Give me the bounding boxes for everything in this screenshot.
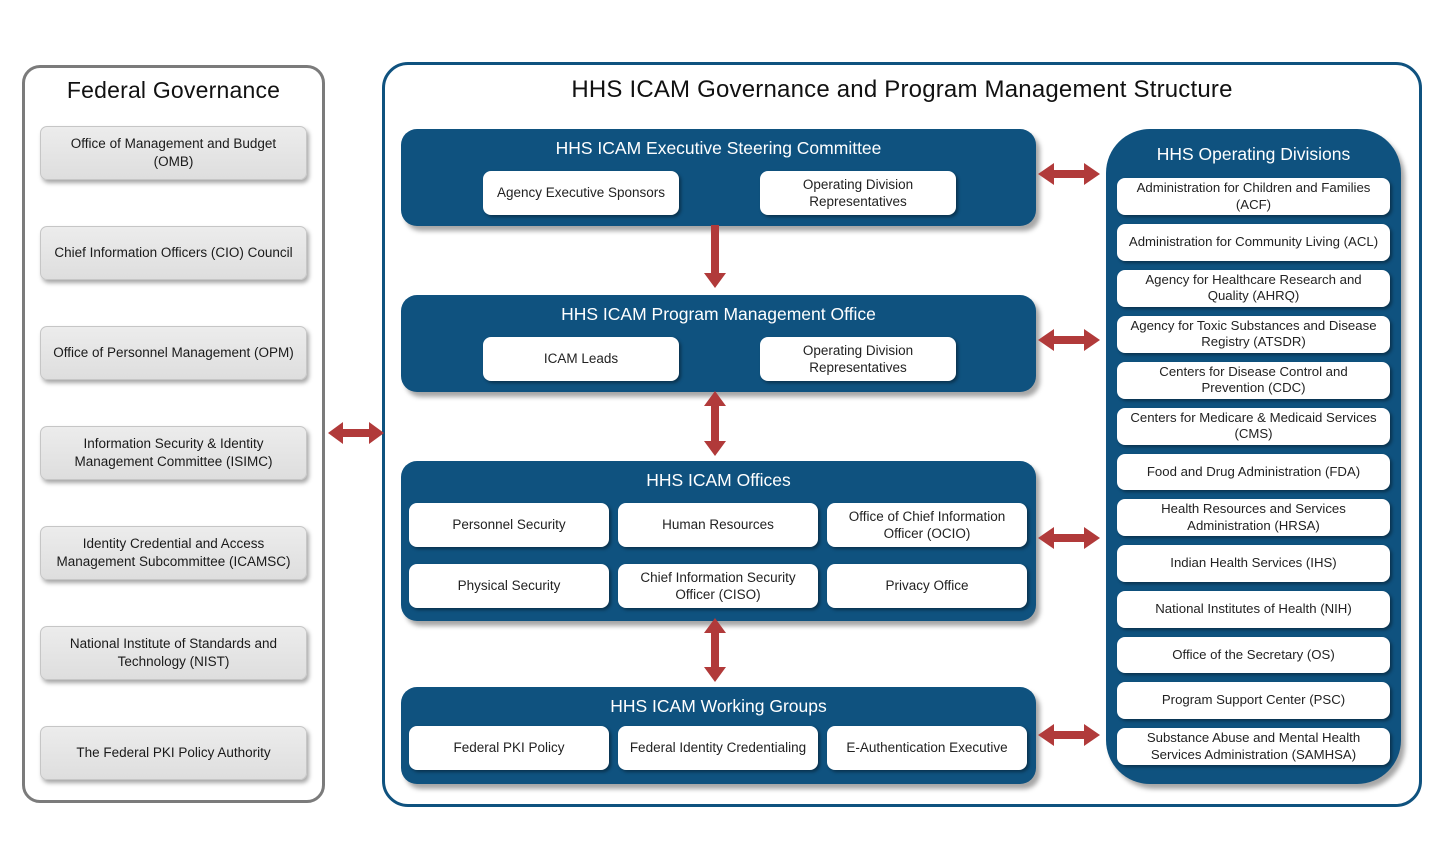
arrow-steering-opdiv-icon: [1038, 163, 1100, 185]
opdiv-ihs: Indian Health Services (IHS): [1117, 545, 1390, 583]
office-ciso: Chief Information Security Officer (CISO…: [618, 564, 818, 608]
arrow-fedgov-main-icon: [328, 422, 384, 444]
arrow-pmo-opdiv-icon: [1038, 329, 1100, 351]
opdiv-fda: Food and Drug Administration (FDA): [1117, 453, 1390, 491]
operating-divisions-section: HHS Operating Divisions Administration f…: [1106, 129, 1401, 784]
steering-committee-section: HHS ICAM Executive Steering Committee Ag…: [401, 129, 1036, 226]
arrow-offices-opdiv-icon: [1038, 527, 1100, 549]
federal-governance-item-isimc: Information Security & Identity Manageme…: [40, 426, 307, 480]
opdiv-atsdr: Agency for Toxic Substances and Disease …: [1117, 315, 1390, 353]
arrow-offices-wg-icon: [704, 618, 726, 682]
federal-governance-item-fpki: The Federal PKI Policy Authority: [40, 726, 307, 780]
federal-governance-title: Federal Governance: [66, 77, 281, 103]
federal-governance-item-nist: National Institute of Standards and Tech…: [40, 626, 307, 680]
office-human-resources: Human Resources: [618, 503, 818, 547]
federal-governance-item-cio: Chief Information Officers (CIO) Council: [40, 226, 307, 280]
arrow-pmo-offices-icon: [704, 391, 726, 456]
offices-title: HHS ICAM Offices: [646, 470, 791, 490]
office-physical-security: Physical Security: [409, 564, 609, 608]
federal-governance-item-opm: Office of Personnel Management (OPM): [40, 326, 307, 380]
pmo-title: HHS ICAM Program Management Office: [561, 304, 876, 324]
opdiv-samhsa: Substance Abuse and Mental Health Servic…: [1117, 728, 1390, 766]
working-groups-section: HHS ICAM Working Groups Federal PKI Poli…: [401, 687, 1036, 784]
opdiv-os: Office of the Secretary (OS): [1117, 636, 1390, 674]
opdiv-ahrq: Agency for Healthcare Research and Quali…: [1117, 269, 1390, 307]
federal-governance-list: Office of Management and Budget (OMB) Ch…: [40, 126, 307, 780]
page-title: HHS ICAM Governance and Program Manageme…: [571, 76, 1233, 103]
office-personnel-security: Personnel Security: [409, 503, 609, 547]
pmo-item-icam-leads: ICAM Leads: [483, 337, 679, 381]
operating-divisions-title: HHS Operating Divisions: [1156, 144, 1351, 164]
wg-eauthentication-executive: E-Authentication Executive: [827, 726, 1027, 770]
opdiv-hrsa: Health Resources and Services Administra…: [1117, 499, 1390, 537]
pmo-item-opdiv-representatives: Operating Division Representatives: [760, 337, 956, 381]
steering-committee-title: HHS ICAM Executive Steering Committee: [555, 138, 882, 158]
office-privacy-office: Privacy Office: [827, 564, 1027, 608]
steering-item-agency-executive-sponsors: Agency Executive Sponsors: [483, 171, 679, 215]
opdiv-nih: National Institutes of Health (NIH): [1117, 591, 1390, 628]
opdiv-cdc: Centers for Disease Control and Preventi…: [1117, 361, 1390, 399]
hhs-icam-panel: HHS ICAM Governance and Program Manageme…: [382, 62, 1422, 807]
opdiv-acf: Administration for Children and Families…: [1117, 178, 1390, 215]
operating-divisions-list: Administration for Children and Families…: [1117, 178, 1390, 766]
steering-item-opdiv-representatives: Operating Division Representatives: [760, 171, 956, 215]
federal-governance-panel: Federal Governance Office of Management …: [22, 65, 325, 803]
offices-section: HHS ICAM Offices Personnel Security Huma…: [401, 461, 1036, 621]
opdiv-acl: Administration for Community Living (ACL…: [1117, 224, 1390, 261]
federal-governance-item-omb: Office of Management and Budget (OMB): [40, 126, 307, 180]
wg-federal-identity-cred: Federal Identity Credentialing: [618, 726, 818, 770]
federal-governance-item-icamsc: Identity Credential and Access Managemen…: [40, 526, 307, 580]
arrow-steering-pmo-icon: [704, 225, 726, 288]
office-ocio: Office of Chief Information Officer (OCI…: [827, 503, 1027, 547]
pmo-section: HHS ICAM Program Management Office ICAM …: [401, 295, 1036, 392]
working-groups-title: HHS ICAM Working Groups: [610, 696, 827, 716]
opdiv-cms: Centers for Medicare & Medicaid Services…: [1117, 407, 1390, 445]
wg-federal-pki-policy: Federal PKI Policy: [409, 726, 609, 770]
arrow-wg-opdiv-icon: [1038, 724, 1100, 746]
opdiv-psc: Program Support Center (PSC): [1117, 682, 1390, 720]
